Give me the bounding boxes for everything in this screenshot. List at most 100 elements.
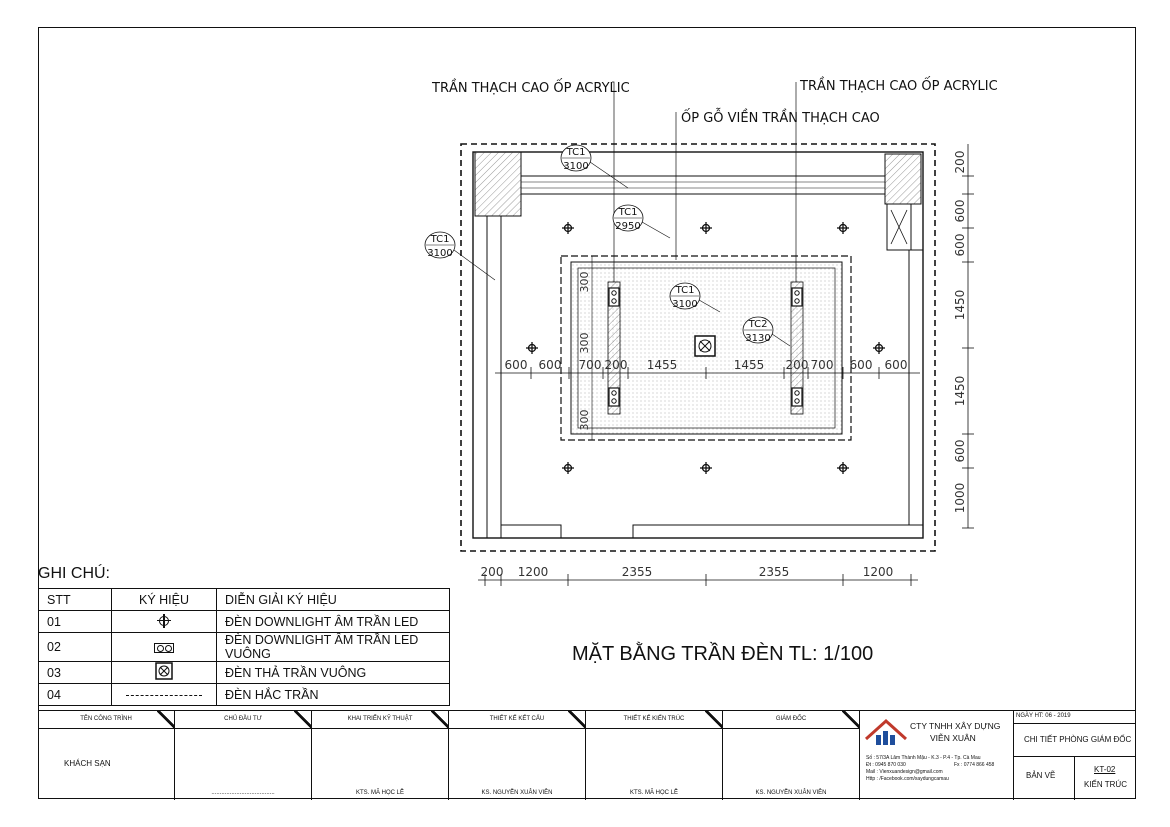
tb-marker <box>842 711 859 728</box>
legend-desc: ĐÈN DOWNLIGHT ÂM TRẦN LED <box>216 610 450 633</box>
tb-marker <box>705 711 722 728</box>
tb-marker <box>431 711 448 728</box>
tb-company: CTY TNHH XÂY DỰNG VIỄN XUÂN Số : 57/3A L… <box>860 711 1014 800</box>
company-http: Http : /Facebook.com/xaydungcamau <box>866 776 949 782</box>
legend-stt: 04 <box>38 683 112 706</box>
legend-header-row: STT KÝ HIỆU DIỄN GIẢI KÝ HIỆU <box>38 588 450 611</box>
tb-sheet: NGÀY HT: 06 - 2019 CHI TIẾT PHÒNG GIÁM Đ… <box>1014 711 1136 800</box>
dim-v: 1000 <box>953 483 967 514</box>
divider <box>1074 756 1075 800</box>
sheet-label: BẢN VẼ <box>1026 771 1056 780</box>
legend-table: STT KÝ HIỆU DIỄN GIẢI KÝ HIỆU 01 ĐÈN DOW… <box>38 588 450 706</box>
svg-text:3100: 3100 <box>672 299 697 310</box>
title-block: TÊN CÔNG TRÌNH KHÁCH SẠN CHỦ ĐẦU TƯ ....… <box>38 710 1136 800</box>
dim-v: 600 <box>953 200 967 223</box>
company-mail: Mail : Vienxuandesign@gmail.com <box>866 769 943 775</box>
dim-v: 200 <box>953 151 967 174</box>
sheet-title: CHI TIẾT PHÒNG GIÁM ĐỐC <box>1024 735 1132 744</box>
legend-row: 01 ĐÈN DOWNLIGHT ÂM TRẦN LED <box>38 610 450 633</box>
downlight-icon <box>700 462 712 474</box>
dim-h: 1455 <box>734 358 765 372</box>
drawing-title: MẶT BẰNG TRẦN ĐÈN TL: 1/100 <box>572 643 874 665</box>
legend-header-desc: DIỄN GIẢI KÝ HIỆU <box>216 588 450 611</box>
legend-symbol <box>111 661 217 684</box>
divider <box>1014 756 1136 757</box>
tb-header: CHỦ ĐẦU TƯ <box>175 711 311 729</box>
dim-h: 200 <box>786 358 809 372</box>
svg-text:TC1: TC1 <box>566 147 586 158</box>
right-dimensions: 200 600 600 1450 1450 600 1000 <box>953 151 967 514</box>
company-name-2: VIỄN XUÂN <box>930 733 976 743</box>
tb-header: KHAI TRIỂN KỸ THUẬT <box>312 711 448 729</box>
legend-title: GHI CHÚ: <box>38 565 110 582</box>
legend-row: 04 ĐÈN HẮC TRẦN <box>38 683 450 706</box>
tag-bubble: TC1 3100 <box>669 282 721 313</box>
dim-h: 600 <box>505 358 528 372</box>
legend-stt: 01 <box>38 610 112 633</box>
column-right-lower <box>886 203 912 251</box>
legend-desc: ĐÈN THẢ TRẦN VUÔNG <box>216 661 450 684</box>
project-name: KHÁCH SẠN <box>64 759 111 768</box>
legend-desc: ĐÈN HẮC TRẦN <box>216 683 450 706</box>
tb-col-project: TÊN CÔNG TRÌNH KHÁCH SẠN <box>38 711 175 800</box>
dim-v: 1450 <box>953 376 967 407</box>
ceiling-coffer-outer <box>560 255 852 441</box>
dim-v: 1450 <box>953 290 967 321</box>
bottom-dimensions: 200 1200 2355 2355 1200 <box>481 565 894 579</box>
downlight-icon <box>837 222 849 234</box>
svg-text:3100: 3100 <box>563 161 588 172</box>
dim-inner: 300 <box>578 333 591 354</box>
tb-sign: KTS. MÃ HỌC LỄ <box>629 790 678 796</box>
wood-strip-right <box>790 281 804 415</box>
downlight-icon <box>837 462 849 474</box>
dim-b: 200 <box>481 565 504 579</box>
label-wood-edge: ỐP GỖ VIỀN TRẦN THẠCH CAO <box>681 108 880 126</box>
svg-text:TC1: TC1 <box>430 234 450 245</box>
svg-text:TC2: TC2 <box>748 319 768 330</box>
company-fax: Fx : 0774 866 458 <box>954 762 995 768</box>
dim-b: 2355 <box>622 565 653 579</box>
dashed-line-icon <box>126 694 202 696</box>
dim-h: 700 <box>579 358 602 372</box>
tb-sign: KS. NGUYỄN XUÂN VIÊN <box>481 790 553 796</box>
tb-sign: KS. NGUYỄN XUÂN VIÊN <box>755 790 827 796</box>
square-downlight-icon <box>154 642 174 653</box>
downlight-icon <box>157 613 171 628</box>
legend-symbol <box>111 632 217 662</box>
square-downlight-icon <box>608 387 620 407</box>
legend-stt: 02 <box>38 632 112 662</box>
tb-col-director: GIÁM ĐỐC KS. NGUYỄN XUÂN VIÊN <box>723 711 860 800</box>
column-left <box>474 151 522 217</box>
square-downlight-icon <box>608 287 620 307</box>
svg-text:3130: 3130 <box>745 333 770 344</box>
acrylic-strip-top <box>520 175 886 195</box>
tb-header: GIÁM ĐỐC <box>723 711 859 729</box>
tb-marker <box>568 711 585 728</box>
company-name-1: CTY TNHH XÂY DỰNG <box>910 721 1001 731</box>
tb-col-structure: THIẾT KẾ KẾT CẤU KS. NGUYỄN XUÂN VIÊN <box>449 711 586 800</box>
legend-symbol <box>111 610 217 633</box>
sheet-code: KT-02 <box>1094 765 1116 774</box>
date: NGÀY HT: 06 - 2019 <box>1016 713 1071 719</box>
dim-b: 1200 <box>518 565 549 579</box>
svg-text:TC1: TC1 <box>675 285 695 296</box>
downlight-icon <box>700 222 712 234</box>
dim-v: 600 <box>953 440 967 463</box>
tb-col-architecture: THIẾT KẾ KIẾN TRÚC KTS. MÃ HỌC LỄ <box>586 711 723 800</box>
inner-vertical-dimensions: 300 300 300 <box>578 256 593 440</box>
tb-header: THIẾT KẾ KẾT CẤU <box>449 711 585 729</box>
tag-bubble: TC2 3130 <box>742 316 791 347</box>
horizontal-dimensions: 600 600 700 200 1455 1455 200 700 600 60… <box>505 358 908 372</box>
company-phone: Đt : 0945 870 030 <box>866 762 906 768</box>
company-address: Số : 57/3A Lâm Thành Mậu - K.3 - P.4 - T… <box>866 755 981 761</box>
legend-header-stt: STT <box>38 588 112 611</box>
downlight-icon <box>526 342 538 354</box>
downlight-icon <box>562 462 574 474</box>
tag-bubble: TC1 3100 <box>560 144 629 189</box>
tb-sign: ...................................... <box>211 790 275 796</box>
dim-inner: 300 <box>578 410 591 431</box>
legend-stt: 03 <box>38 661 112 684</box>
ceiling-plan: 600 600 700 200 1455 1455 200 700 600 60… <box>424 77 998 586</box>
